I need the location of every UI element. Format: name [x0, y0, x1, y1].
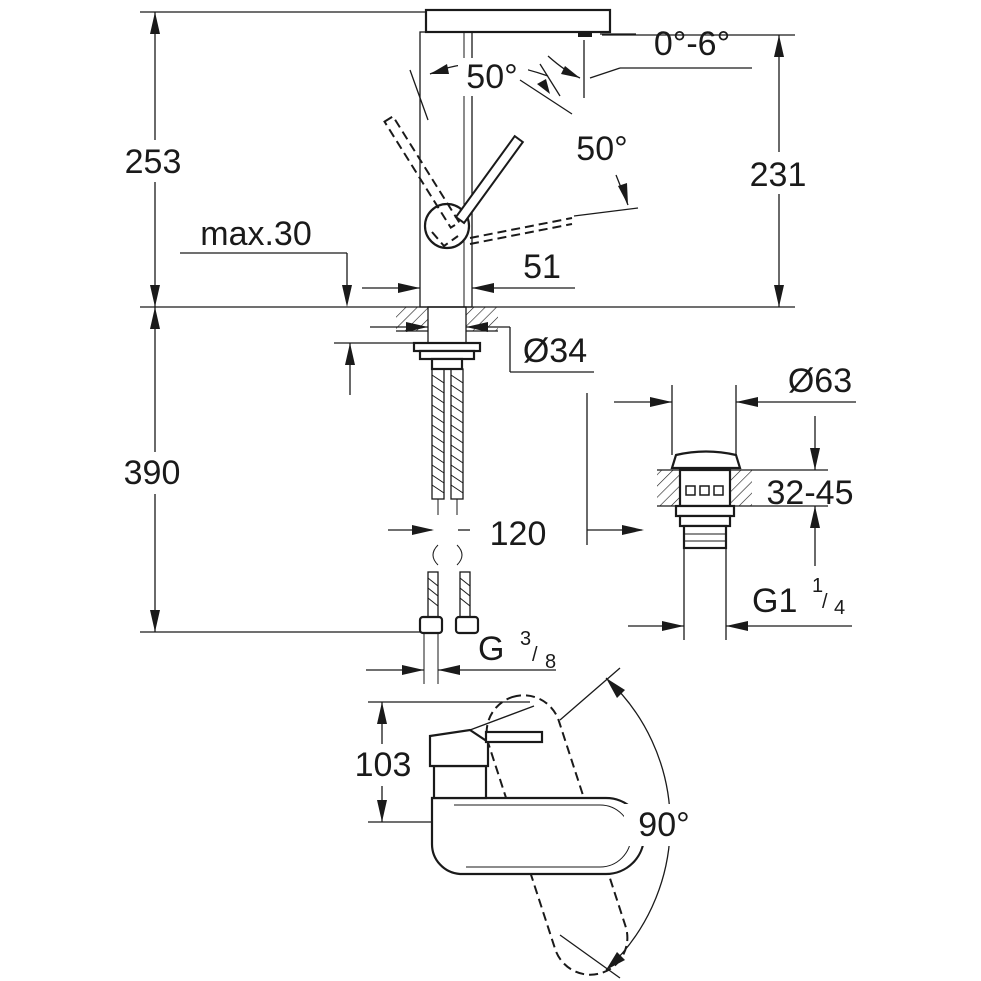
mounting-assembly [334, 341, 482, 684]
waste-thread-label: G1 [752, 582, 797, 620]
faucet-top-view: 103 [348, 694, 646, 976]
waste-thread-frac-den: 4 [834, 597, 845, 619]
waste-diameter-dimension: Ø63 [614, 362, 856, 407]
waste-diameter-label: Ø63 [788, 362, 852, 400]
connection-thread-label: G [478, 630, 504, 668]
svg-text:/: / [822, 591, 828, 613]
dimension-253-label: 253 [125, 143, 182, 181]
lever-angle-front-label: 50° [576, 130, 627, 168]
hose-spacing-dimension: 120 [388, 515, 546, 553]
waste-range-label: 32-45 [767, 474, 854, 512]
waste-range-dimension: 32-45 [752, 416, 853, 566]
connection-thread-dimension: G 3 / 8 [366, 628, 556, 675]
waste-thread-dimension: G1 1 / 4 [628, 575, 852, 631]
dimension-390: 390 [112, 307, 438, 633]
top-view-depth-label: 103 [355, 746, 412, 784]
dimension-390-label: 390 [124, 454, 181, 492]
base-width-dimension: 51 [362, 248, 575, 293]
mounting-hole-label: Ø34 [523, 332, 587, 370]
angle-annotations: 50° 50° 0°-6° [409, 25, 752, 217]
deck-thickness-label: max.30 [200, 215, 312, 253]
base-width-label: 51 [523, 248, 561, 286]
dimension-231-label: 231 [750, 156, 807, 194]
waste-thread-frac-num: 1 [812, 575, 823, 597]
lever-angle-back-label: 50° [466, 58, 517, 96]
waste-assembly [586, 385, 752, 640]
hose-spacing-label: 120 [490, 515, 547, 553]
dimension-231: 231 [602, 34, 818, 307]
svg-text:/: / [532, 644, 538, 666]
spout-tilt-label: 0°-6° [654, 25, 730, 63]
connection-thread-frac-den: 8 [545, 651, 556, 673]
swivel-angle-dimension: 90° [559, 667, 704, 979]
faucet-side-view [383, 8, 612, 308]
connection-thread-frac-num: 3 [520, 628, 531, 650]
deck-thickness-dimension: max.30 [180, 215, 352, 307]
mounting-hole-dimension: Ø34 [370, 322, 594, 373]
dimension-253: 253 [112, 11, 428, 307]
swivel-angle-label: 90° [638, 806, 689, 844]
